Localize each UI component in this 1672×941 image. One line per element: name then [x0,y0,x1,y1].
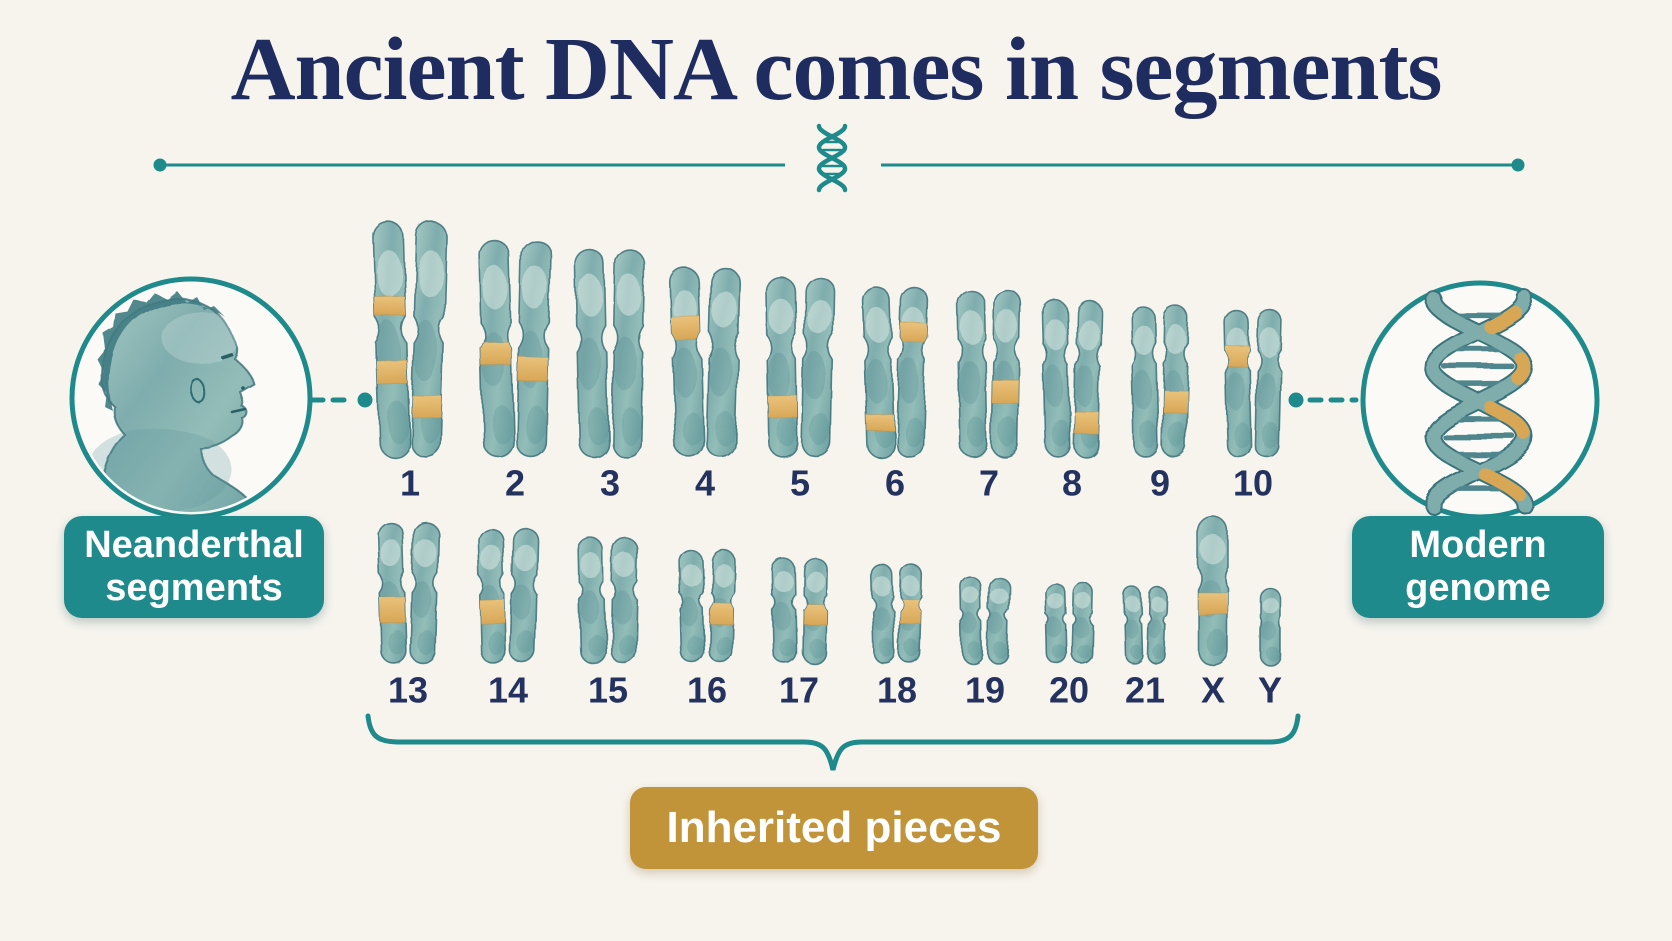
divider-end-dot-right [1511,158,1525,172]
chromosome-label-1: 1 [400,463,420,504]
title-divider [153,123,1525,193]
chromosome-label-6: 6 [885,463,905,504]
chromosome-label-18: 18 [877,670,917,711]
chromosome-6 [861,286,929,458]
chromosome-1 [372,221,448,458]
chromosome-label-5: 5 [790,463,810,504]
chromosome-label-16: 16 [687,670,727,711]
neanderthal-label-line1: Neanderthal [84,524,304,567]
chromosome-9 [1130,306,1190,458]
connector-left [309,392,373,408]
chromosome-21 [1123,586,1167,664]
chromosome-label-7: 7 [979,463,999,504]
connector-right [1288,392,1359,408]
chromosome-label-9: 9 [1150,463,1170,504]
chromosome-2 [478,239,552,458]
chromosome-17 [770,557,828,664]
chromosome-label-4: 4 [695,463,715,504]
chromosome-label-X: X [1201,670,1225,711]
inherited-brace [365,713,1301,771]
neanderthal-segments-label: Neanderthal segments [64,516,324,618]
modern-label-line2: genome [1405,567,1551,609]
chromosome-18 [870,564,924,664]
chromosome-label-19: 19 [965,670,1005,711]
chromosome-label-10: 10 [1233,463,1273,504]
chromosome-3 [574,249,646,458]
chromosome-label-8: 8 [1062,463,1082,504]
chromosome-X [1197,516,1229,666]
chromosome-label-13: 13 [388,670,428,711]
chromosome-label-21: 21 [1125,670,1165,711]
karyotype-row-top: 1 2 3 4 5 6 7 8 9 10 [372,221,1283,504]
chromosome-label-20: 20 [1049,670,1089,711]
chromosome-15 [577,537,639,664]
chromosome-14 [477,527,539,664]
chromosome-5 [765,276,835,458]
modern-genome-label: Modern genome [1352,516,1604,618]
chromosome-label-3: 3 [600,463,620,504]
dna-double-helix [1424,289,1534,515]
divider-end-dot-left [153,158,167,172]
inherited-label-text: Inherited pieces [666,803,1002,853]
chromosome-19 [960,576,1010,664]
chromosome-label-14: 14 [488,670,528,711]
neanderthal-label-line2: segments [105,567,283,609]
chromosome-8 [1042,299,1102,458]
chromosome-label-15: 15 [588,670,628,711]
chromosome-7 [956,289,1022,458]
modern-label-line1: Modern [1409,524,1547,567]
inherited-pieces-label: Inherited pieces [630,787,1038,869]
chromosome-13 [376,521,440,664]
page-title: Ancient DNA comes in segments [230,20,1443,119]
chromosome-label-2: 2 [505,463,525,504]
chromosome-10 [1223,309,1283,458]
chromosome-Y [1259,587,1281,666]
chromosome-20 [1044,582,1094,664]
chromosome-label-17: 17 [779,670,819,711]
chromosome-4 [669,267,741,458]
dna-helix-icon [816,123,848,193]
chromosome-label-Y: Y [1258,670,1282,711]
chromosome-16 [678,549,736,664]
